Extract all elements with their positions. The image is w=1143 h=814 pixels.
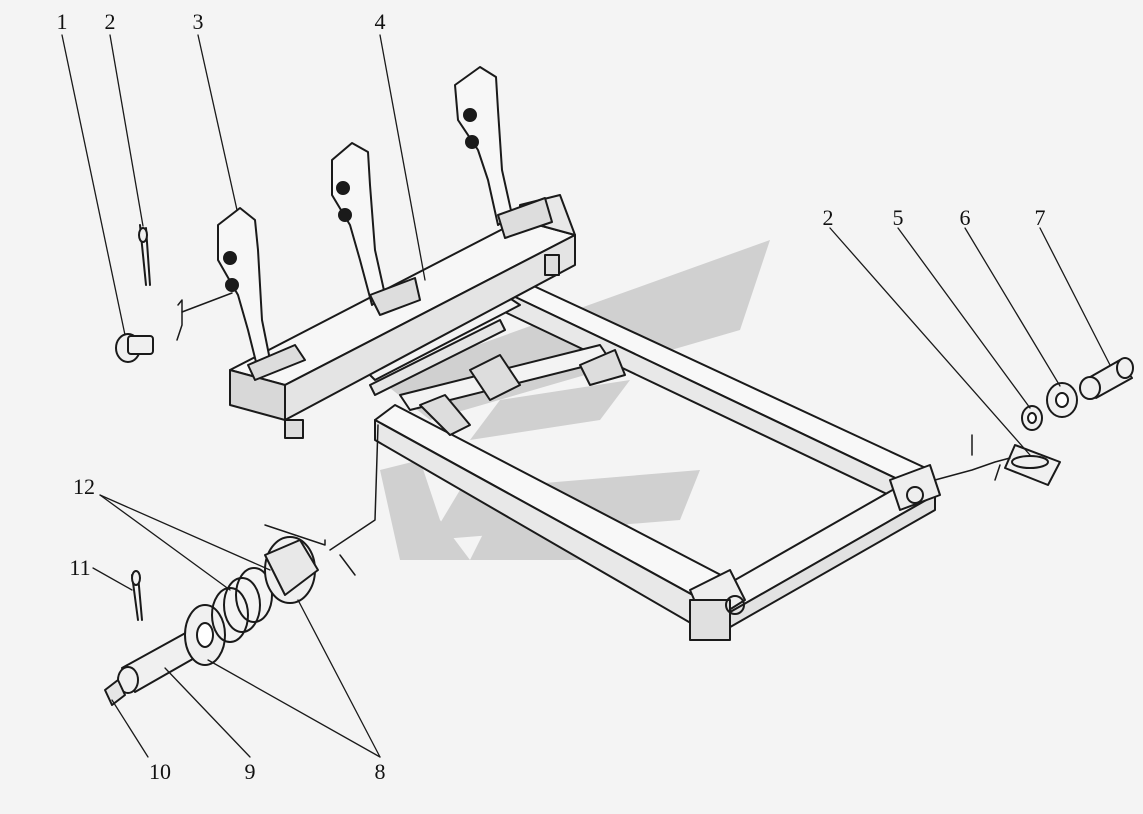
- callout-6: 6: [959, 205, 971, 230]
- callout-12: 12: [73, 474, 95, 499]
- callout-4: 4: [374, 9, 386, 34]
- callout-2-right: 2: [822, 205, 834, 230]
- cotter-pin-part-2-right: [1004, 444, 1061, 486]
- leader-bracket-right: [971, 434, 1001, 481]
- nut-part-10: [104, 679, 126, 706]
- callout-10: 10: [149, 759, 171, 784]
- cotter-pin-part-11: [131, 570, 143, 621]
- leader-line-left: [181, 292, 233, 313]
- callout-7: 7: [1034, 205, 1046, 230]
- cotter-pin-part-2: [138, 224, 151, 286]
- washer-part-5: [1021, 405, 1043, 431]
- main-frame: [359, 274, 941, 641]
- callout-5: 5: [892, 205, 904, 230]
- washer-part-6: [1046, 382, 1078, 418]
- spring-part-12: [211, 567, 273, 643]
- callout-3: 3: [192, 9, 204, 34]
- bolt-part-1: [115, 333, 154, 363]
- shank-right: [454, 66, 553, 239]
- leader-line-bottom: [329, 424, 379, 551]
- pin-part-7: [1079, 357, 1134, 400]
- shank-left: [217, 207, 306, 381]
- leader-line-right: [934, 457, 1011, 481]
- callout-1: 1: [56, 9, 68, 34]
- washer-part-8a: [184, 604, 226, 666]
- callout-11: 11: [69, 555, 91, 580]
- callout-8: 8: [374, 759, 386, 784]
- callout-2-left: 2: [104, 9, 116, 34]
- leader-bracket-bottom: [264, 524, 356, 576]
- shank-middle: [331, 142, 421, 316]
- callout-leaders: [61, 34, 1111, 758]
- leader-bracket-left: [176, 299, 183, 341]
- callout-9: 9: [244, 759, 256, 784]
- cap-part-8b: [264, 536, 319, 604]
